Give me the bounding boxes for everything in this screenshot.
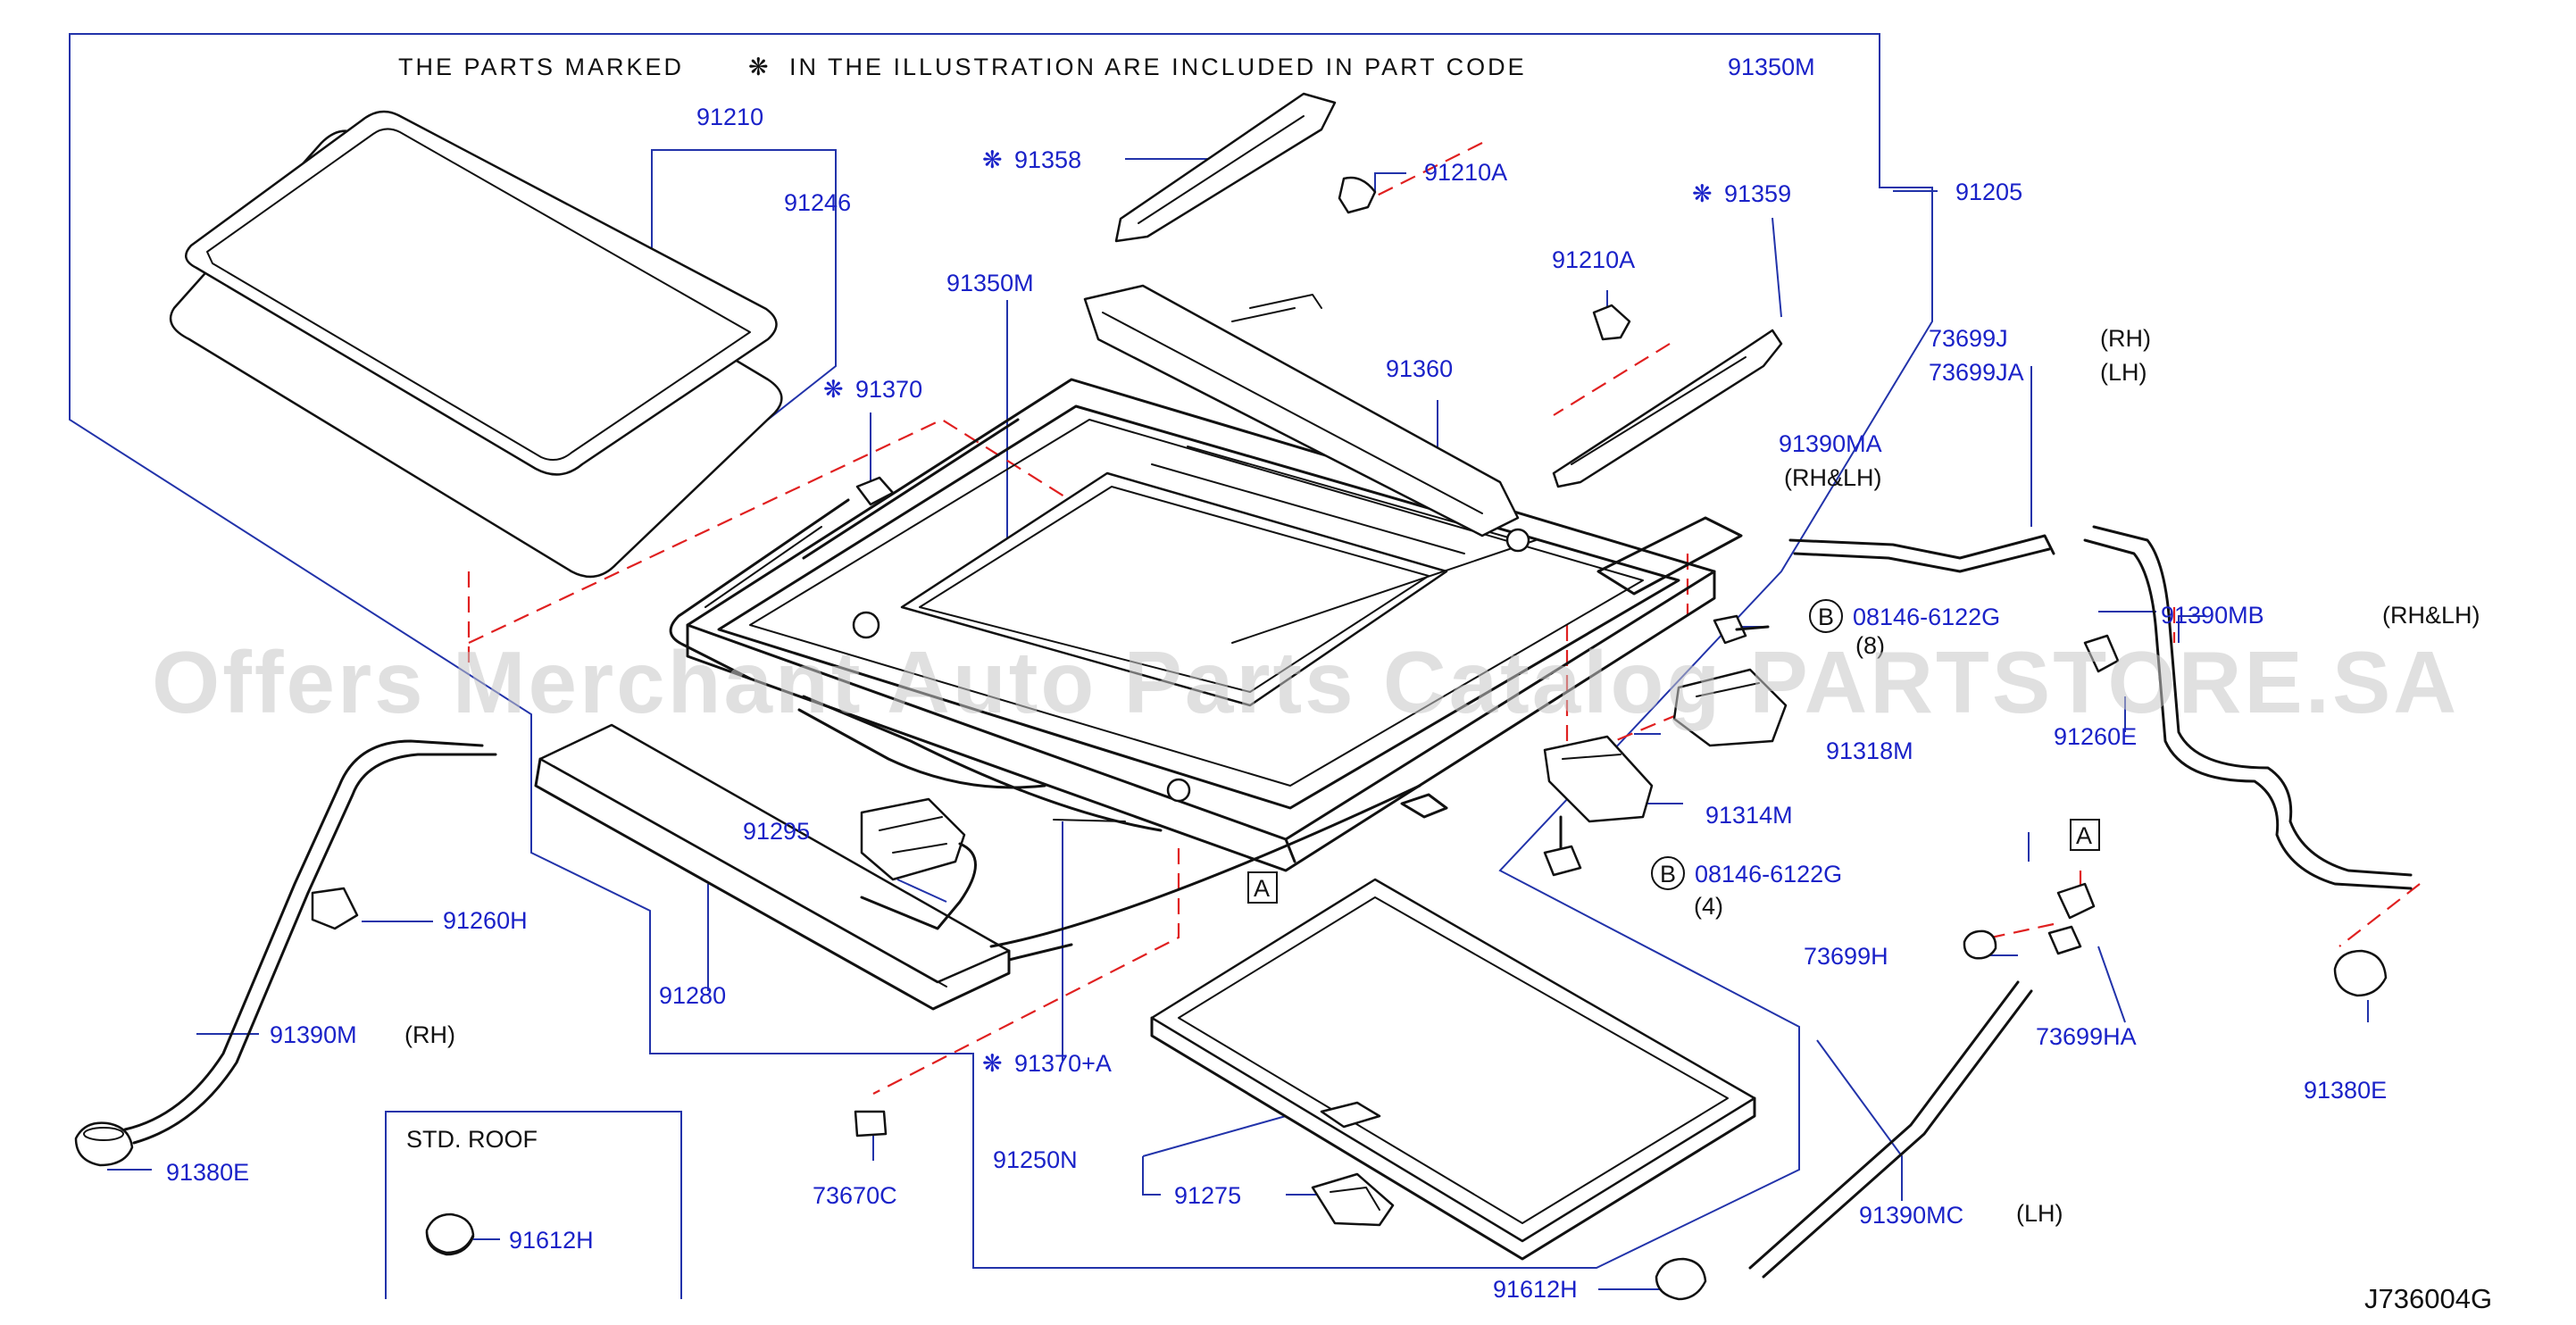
- sunroof-frame: [669, 284, 1743, 872]
- sunshade: [1150, 878, 1756, 1261]
- callout-08146-2: 08146-6122G: [1695, 861, 1842, 888]
- marker-b-1: B: [1818, 604, 1834, 630]
- mark-91358: ❋: [982, 146, 1003, 173]
- callout-91360: 91360: [1386, 355, 1453, 382]
- bolts: [1543, 614, 1770, 877]
- callout-91210A-1: 91210A: [1424, 159, 1507, 186]
- header-note-suffix: IN THE ILLUSTRATION ARE INCLUDED IN PART…: [789, 54, 1527, 80]
- callout-91359: 91359: [1724, 180, 1791, 207]
- callout-73699J: 73699J: [1929, 325, 2008, 352]
- note-lh-2: (LH): [2016, 1200, 2063, 1227]
- glass-panel-top: [185, 110, 778, 476]
- callout-91205: 91205: [1955, 179, 2022, 205]
- callout-91350M: 91350M: [946, 270, 1034, 296]
- std-roof-part: 91612H: [509, 1227, 594, 1254]
- guide-rail-left: [1114, 92, 1377, 243]
- std-roof-inset: STD. ROOF 91612H: [385, 1111, 682, 1299]
- callout-73699JA: 73699JA: [1929, 359, 2024, 386]
- callout-91390M: 91390M: [270, 1021, 357, 1048]
- markers: A A B B: [1247, 599, 2100, 904]
- callout-91210: 91210: [696, 104, 763, 130]
- callout-91358: 91358: [1014, 146, 1081, 173]
- callout-91246: 91246: [784, 189, 851, 216]
- callout-91280: 91280: [659, 982, 726, 1009]
- callout-91295: 91295: [743, 818, 810, 845]
- bracket-91314M: [1543, 735, 1654, 823]
- watermark: Offers Merchant Auto Parts Catalog PARTS…: [152, 633, 2459, 731]
- glass-panel: [169, 110, 783, 579]
- marker-b-2: B: [1660, 861, 1676, 888]
- note-qty-4: (4): [1694, 893, 1723, 920]
- diagram-code: J736004G: [2364, 1283, 2492, 1314]
- note-rh-2: (RH): [404, 1021, 455, 1048]
- mark-glyph: ❋: [748, 54, 769, 80]
- callout-91612H: 91612H: [1493, 1276, 1578, 1303]
- sunroof-motor: [860, 797, 977, 930]
- callout-91318M: 91318M: [1826, 738, 1913, 764]
- guide-rail-right: [1552, 304, 1783, 488]
- callout-91275: 91275: [1174, 1182, 1241, 1209]
- callout-91260H: 91260H: [443, 907, 528, 934]
- alignment-lines: [467, 142, 2421, 1095]
- note-rhlh-2: (RH&LH): [2382, 602, 2480, 629]
- callout-91390MA: 91390MA: [1779, 430, 1882, 457]
- callout-91380E-2: 91380E: [2304, 1077, 2387, 1104]
- callout-91370A: 91370+A: [1014, 1050, 1112, 1077]
- note-qty-8: (8): [1855, 632, 1885, 659]
- callouts: 91210 91246 ❋ 91358 91210A ❋ 91359 91210…: [166, 104, 2480, 1303]
- clips-and-grommets: [74, 634, 2388, 1301]
- header-note-prefix: THE PARTS MARKED: [398, 54, 684, 80]
- note-rh-1: (RH): [2100, 325, 2151, 352]
- note-lh-1: (LH): [2100, 359, 2147, 386]
- bracket-91318M: [1672, 668, 1788, 747]
- callout-91210A-2: 91210A: [1552, 246, 1635, 273]
- marker-a-1: A: [1254, 875, 1270, 902]
- callout-91390MB: 91390MB: [2161, 602, 2264, 629]
- callout-08146-1: 08146-6122G: [1853, 604, 2000, 630]
- drain-hoses: [123, 525, 2413, 1279]
- callout-73699H: 73699H: [1804, 943, 1888, 970]
- deflector: [534, 723, 1448, 1011]
- callout-91380E-1: 91380E: [166, 1159, 249, 1186]
- header-note-code: 91350M: [1728, 54, 1815, 80]
- callout-73699HA: 73699HA: [2036, 1023, 2137, 1050]
- mark-91359: ❋: [1692, 180, 1713, 207]
- callout-91370: 91370: [855, 376, 922, 403]
- note-rhlh-1: (RH&LH): [1784, 464, 1882, 491]
- std-roof-title: STD. ROOF: [406, 1126, 538, 1153]
- mark-91370: ❋: [823, 376, 844, 403]
- marker-a-2: A: [2076, 822, 2092, 849]
- header-note: THE PARTS MARKED ❋ IN THE ILLUSTRATION A…: [398, 54, 1815, 80]
- callout-91260E: 91260E: [2054, 723, 2137, 750]
- mark-91370A: ❋: [982, 1050, 1003, 1077]
- callout-91250N: 91250N: [993, 1146, 1078, 1173]
- assembly-group-outline: [69, 33, 1933, 1269]
- callout-73670C: 73670C: [813, 1182, 897, 1209]
- callout-91314M: 91314M: [1705, 802, 1793, 829]
- callout-91390MC: 91390MC: [1859, 1202, 1963, 1229]
